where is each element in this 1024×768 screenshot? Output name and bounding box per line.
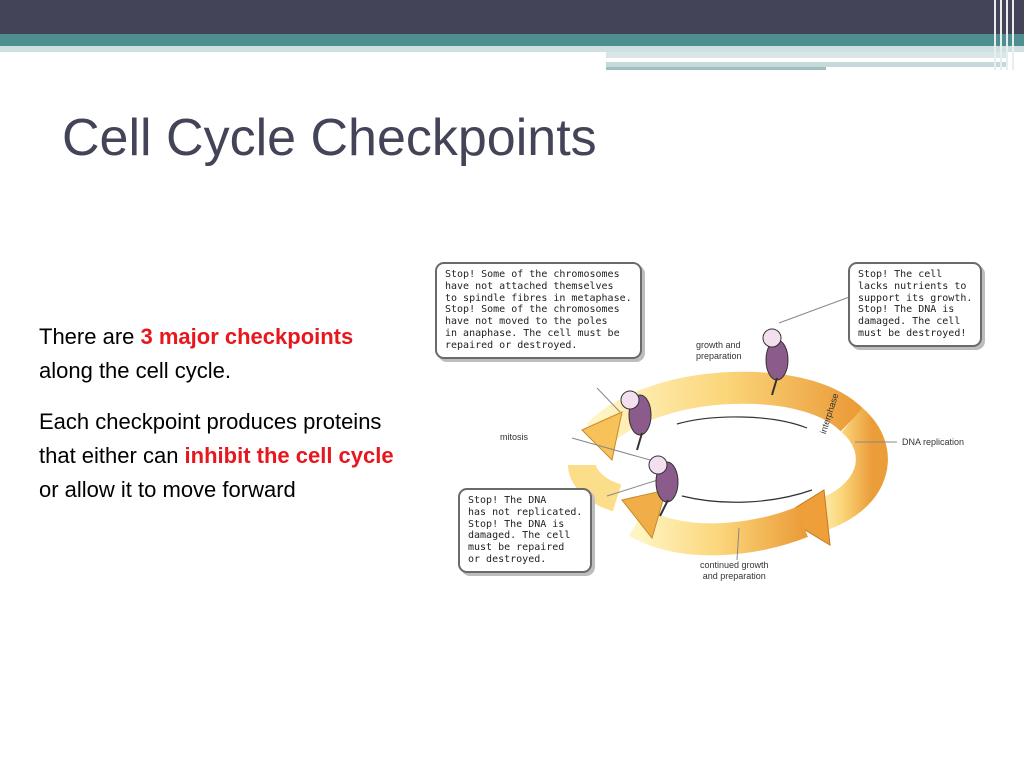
top-light-stripe — [0, 46, 1024, 52]
top-accent-stripe — [606, 67, 826, 70]
highlight-major-checkpoints: 3 major checkpoints — [140, 324, 354, 349]
cell-cycle-diagram: Stop! Some of the chromosomes have not a… — [432, 260, 992, 592]
label-growth-preparation: growth and preparation — [696, 340, 742, 361]
body-paragraph-proteins: Each checkpoint produces proteins that e… — [39, 409, 394, 502]
speech-bubble-g2: Stop! The DNA has not replicated. Stop! … — [458, 488, 593, 573]
cycle-arrow-right — [781, 407, 888, 546]
speech-bubble-metaphase: Stop! Some of the chromosomes have not a… — [435, 262, 642, 359]
label-continued-growth: continued growth and preparation — [700, 560, 769, 581]
top-dark-band — [0, 0, 1024, 34]
speech-bubble-g1: Stop! The cell lacks nutrients to suppor… — [848, 262, 983, 347]
cycle-arrow-bottom — [621, 489, 808, 556]
body-paragraph-checkpoints: There are 3 major checkpoints along the … — [39, 324, 354, 383]
checkpoint-protein-g2 — [648, 455, 679, 517]
label-mitosis: mitosis — [500, 432, 529, 442]
corner-vertical-lines — [990, 0, 1024, 70]
checkpoint-protein-g1 — [762, 328, 789, 396]
top-light-stripe — [606, 62, 1006, 67]
top-teal-band — [0, 34, 1024, 46]
checkpoint-protein-metaphase — [620, 390, 652, 451]
highlight-inhibit: inhibit the cell cycle — [184, 443, 394, 468]
top-light-stripe — [606, 52, 1006, 58]
cell-cycle-ring — [568, 295, 897, 561]
slide-body: There are 3 major checkpoints along the … — [39, 320, 399, 524]
slide-title: Cell Cycle Checkpoints — [62, 109, 597, 167]
label-dna-replication: DNA replication — [902, 437, 965, 447]
